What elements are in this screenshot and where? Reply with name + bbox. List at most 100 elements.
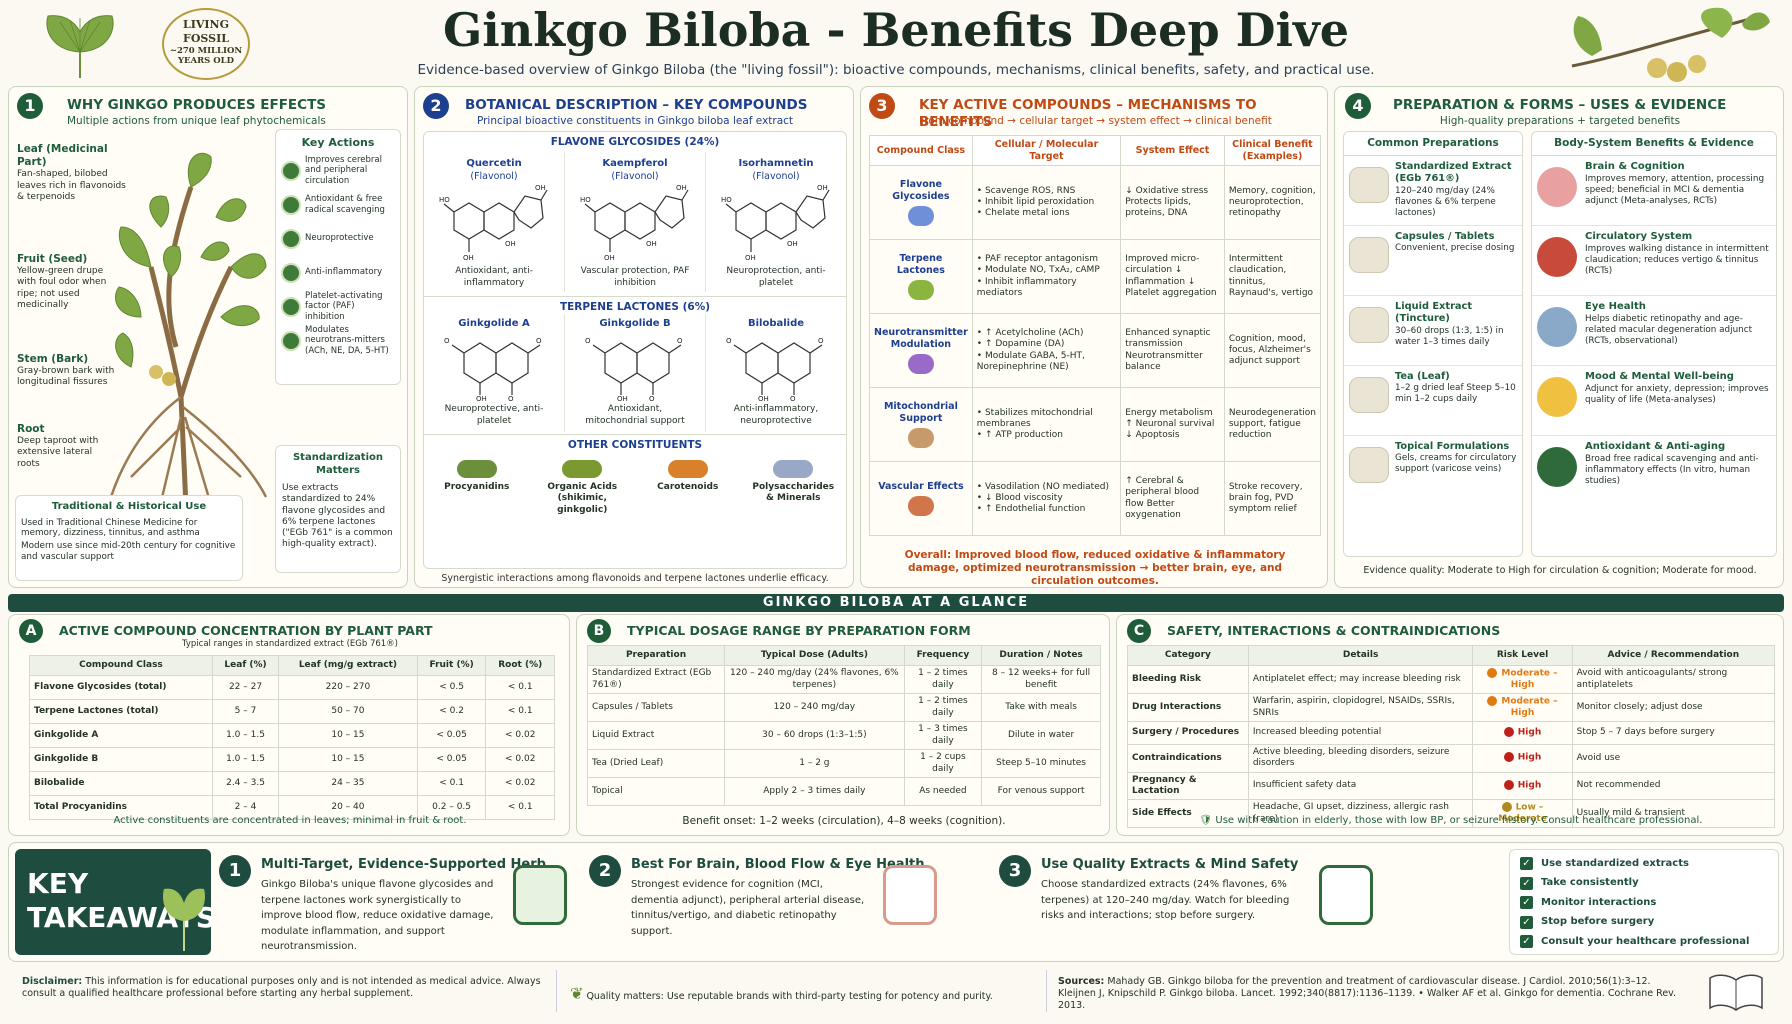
- common-preparations-box: Common Preparations Standardized Extract…: [1343, 131, 1523, 557]
- other-constituents-heading: OTHER CONSTITUENTS: [424, 434, 846, 452]
- key-action-item: Neuroprotective: [276, 222, 400, 256]
- shield-check-icon: [513, 865, 567, 925]
- key-action-item: Improves cerebral and peripheral circula…: [276, 154, 400, 188]
- platelet-icon: [281, 296, 301, 317]
- section-letter: B: [587, 619, 611, 643]
- svg-text:OH: OH: [646, 240, 657, 248]
- neuron-icon: [281, 228, 301, 249]
- svg-text:O: O: [508, 395, 514, 401]
- svg-text:OH: OH: [535, 184, 546, 192]
- checklist-item: ✓Monitor interactions: [1520, 893, 1768, 913]
- section-why-ginkgo: 1 WHY GINKGO PRODUCES EFFECTS Multiple a…: [8, 86, 408, 588]
- dosage-row: Standardized Extract (EGb 761®)120 – 240…: [586, 665, 1101, 694]
- section-footer: Synergistic interactions among flavonoid…: [441, 573, 829, 584]
- svg-text:OH: OH: [758, 395, 769, 401]
- section-subtitle: Principal bioactive constituents in Gink…: [476, 115, 794, 127]
- preparation-item: Standardized Extract (EGb 761®)120–240 m…: [1344, 156, 1522, 227]
- section-dosage: B TYPICAL DOSAGE RANGE BY PREPARATION FO…: [576, 614, 1110, 836]
- checklist-item: ✓Consult your healthcare professional: [1520, 932, 1768, 952]
- svg-text:O: O: [536, 337, 542, 345]
- traditional-use-box: Traditional & Historical Use Used in Tra…: [15, 495, 243, 581]
- mechanism-row: Terpene Lactones• PAF receptor antagonis…: [869, 239, 1322, 314]
- artery-icon: [1537, 237, 1577, 278]
- plant-part-leaf: Leaf (Medicinal Part) Fan-shaped, bilobe…: [17, 143, 126, 202]
- alert-icon: [1503, 779, 1514, 790]
- svg-text:OH: OH: [787, 240, 798, 248]
- alert-icon: [1503, 727, 1514, 738]
- ginkgo-leaf-icon: [46, 15, 114, 78]
- mechanism-row: Vascular Effects• Vasodilation (NO media…: [869, 461, 1322, 536]
- checkbox-checked-icon: ✓: [1520, 915, 1533, 929]
- carrot-icon: [667, 460, 708, 478]
- synapse-icon: [281, 330, 301, 351]
- section-botanical: 2 BOTANICAL DESCRIPTION – KEY COMPOUNDS …: [414, 86, 854, 588]
- compound-icon: [907, 496, 934, 517]
- eye-icon: [1537, 307, 1577, 348]
- section-mechanisms: 3 KEY ACTIVE COMPOUNDS – MECHANISMS TO B…: [860, 86, 1328, 588]
- living-fossil-badge: LIVING FOSSIL ~270 MILLION YEARS OLD: [162, 8, 250, 80]
- page-subtitle: Evidence-based overview of Ginkgo Biloba…: [417, 62, 1375, 78]
- brain-eye-icon: [883, 865, 937, 925]
- svg-text:O: O: [677, 337, 683, 345]
- svg-text:HO: HO: [721, 196, 732, 204]
- section-footer: 🛡 Use with caution in elderly, those wit…: [1199, 815, 1703, 826]
- compound-icon: [907, 206, 934, 227]
- warning-icon: [1487, 696, 1498, 706]
- key-action-item: Antioxidant & free radical scavenging: [276, 188, 400, 222]
- section-subtitle: Typical ranges in standardized extract (…: [181, 639, 398, 649]
- section-safety: C SAFETY, INTERACTIONS & CONTRAINDICATIO…: [1116, 614, 1784, 836]
- checklist-item: ✓Use standardized extracts: [1520, 854, 1768, 874]
- svg-text:OH: OH: [745, 254, 756, 262]
- section-title: WHY GINKGO PRODUCES EFFECTS: [67, 97, 326, 113]
- section-footer: Active constituents are concentrated in …: [113, 815, 467, 826]
- section-title: KEY ACTIVE COMPOUNDS – MECHANISMS TO BEN…: [919, 97, 1257, 130]
- alert-icon: [1503, 752, 1514, 763]
- checklist-item: ✓Stop before surgery: [1520, 913, 1768, 933]
- tea-cup-icon: [1349, 377, 1389, 414]
- section-number: 3: [869, 93, 895, 119]
- section-title: TYPICAL DOSAGE RANGE BY PREPARATION FORM: [627, 623, 971, 638]
- section-number: 2: [423, 93, 449, 119]
- compound-icon: [907, 354, 934, 375]
- section-subtitle: From compound → cellular target → system…: [919, 115, 1272, 127]
- other-constituent: Organic Acids (shikimic, ginkgolic): [530, 456, 636, 516]
- smiley-icon: [1537, 377, 1577, 418]
- preparation-item: Liquid Extract (Tincture)30–60 drops (1:…: [1344, 296, 1522, 367]
- svg-text:OH: OH: [817, 184, 828, 192]
- flavone-glycosides-heading: FLAVONE GLYCOSIDES (24%): [550, 136, 720, 148]
- book-icon: [1709, 974, 1763, 1011]
- brain-icon: [281, 160, 301, 181]
- svg-text:OH: OH: [463, 254, 474, 262]
- section-letter: A: [19, 619, 43, 643]
- plant-part-fruit: Fruit (Seed) Yellow-green drupe with fou…: [17, 253, 107, 310]
- section-title: PREPARATION & FORMS – USES & EVIDENCE: [1393, 97, 1727, 113]
- warning-icon: [1501, 802, 1512, 812]
- key-actions-box: Key Actions Improves cerebral and periph…: [275, 129, 401, 385]
- flame-icon: [281, 262, 301, 283]
- compound-icon: [907, 280, 934, 301]
- molecule-structure-icon: HO OH OH OH: [706, 182, 846, 266]
